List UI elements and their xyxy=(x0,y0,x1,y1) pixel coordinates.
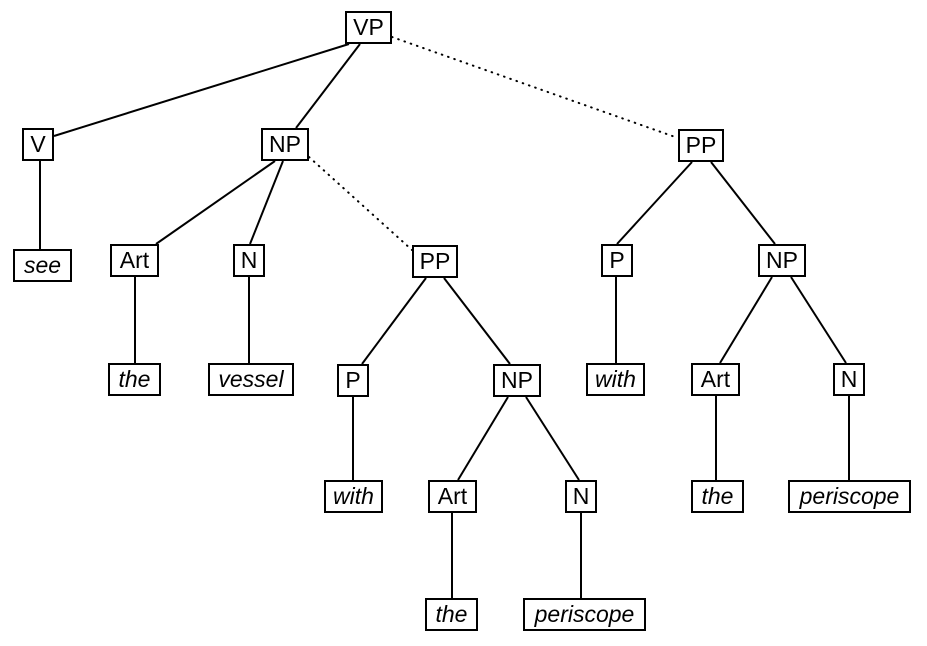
tree-node-n_right: N xyxy=(833,363,865,396)
tree-node-periscope_right: periscope xyxy=(788,480,911,513)
tree-node-periscope_mid: periscope xyxy=(523,598,646,631)
tree-edge-np_mid-to-n_mid xyxy=(525,396,580,481)
tree-edge-vp-to-np1 xyxy=(295,43,361,129)
tree-edge-np1-to-pp_mid xyxy=(308,156,413,251)
tree-edge-np_right-to-n_right xyxy=(790,276,847,364)
tree-node-the_right: the xyxy=(691,480,744,513)
tree-node-art1: Art xyxy=(110,244,159,277)
tree-node-with_mid: with xyxy=(324,480,383,513)
tree-node-the_mid: the xyxy=(425,598,478,631)
tree-node-art_right: Art xyxy=(691,363,740,396)
tree-node-art_mid: Art xyxy=(428,480,477,513)
tree-edge-np1-to-n1 xyxy=(249,160,284,245)
tree-node-np_mid: NP xyxy=(493,364,541,397)
tree-edge-pp_mid-to-p_mid xyxy=(361,277,427,365)
tree-node-p_mid: P xyxy=(337,364,369,397)
tree-node-v: V xyxy=(22,128,54,161)
tree-node-the1: the xyxy=(108,363,161,396)
tree-edge-np1-to-art1 xyxy=(155,160,276,245)
tree-node-pp_right: PP xyxy=(678,129,724,162)
tree-edge-np_right-to-art_right xyxy=(719,276,773,364)
tree-edge-pp_mid-to-np_mid xyxy=(443,277,511,365)
tree-node-n_mid: N xyxy=(565,480,597,513)
tree-node-np1: NP xyxy=(261,128,309,161)
tree-node-pp_mid: PP xyxy=(412,245,458,278)
tree-node-see: see xyxy=(13,249,72,282)
tree-edge-vp-to-v xyxy=(53,43,350,137)
tree-node-n1: N xyxy=(233,244,265,277)
tree-edge-pp_right-to-np_right xyxy=(710,161,776,245)
tree-edge-pp_right-to-p_right xyxy=(616,161,693,245)
tree-edge-np_mid-to-art_mid xyxy=(457,396,509,481)
tree-node-vp: VP xyxy=(345,11,392,44)
tree-node-with_right: with xyxy=(586,363,645,396)
tree-node-vessel: vessel xyxy=(208,363,294,396)
tree-node-p_right: P xyxy=(601,244,633,277)
tree-edge-vp-to-pp_right xyxy=(391,36,679,139)
tree-node-np_right: NP xyxy=(758,244,806,277)
